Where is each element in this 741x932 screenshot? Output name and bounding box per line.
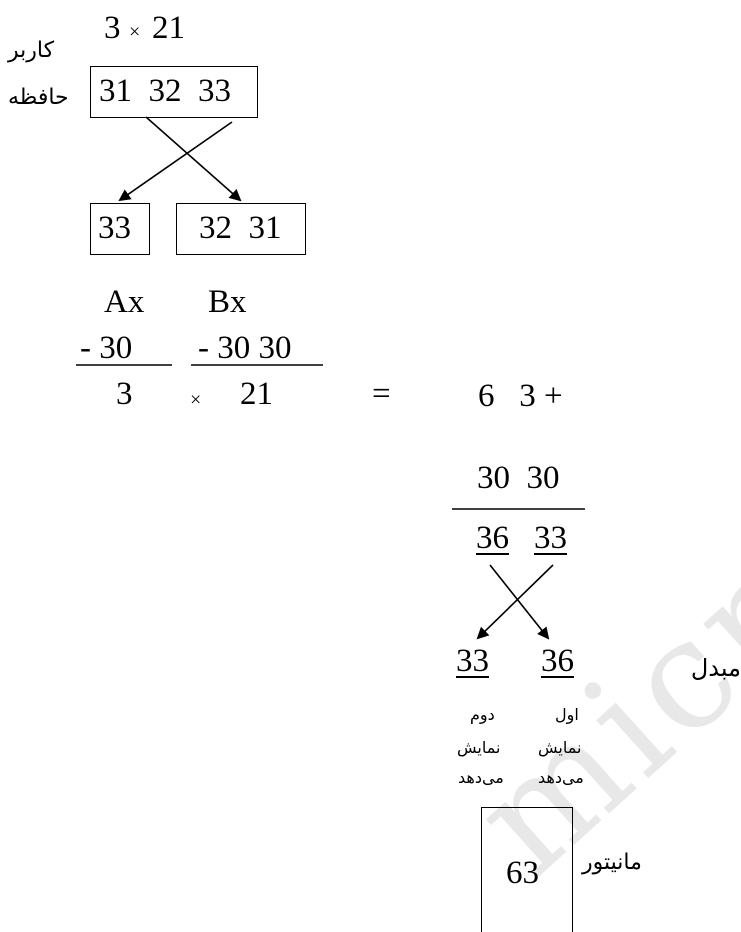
ax-subtract: - 30	[80, 330, 133, 366]
caption-shows-left: نمایش	[457, 738, 501, 757]
ax-name: Ax	[104, 284, 145, 320]
monitor-box	[481, 807, 573, 932]
bx-result: 21	[240, 376, 273, 412]
user-factor-2: 21	[152, 10, 185, 46]
user-label: کاربر	[8, 38, 55, 63]
user-factor-1: 3	[104, 10, 121, 46]
memory-box	[90, 66, 258, 118]
user-times-sign: ×	[129, 21, 141, 43]
converter-right: 36	[541, 643, 574, 679]
ax-value: 33	[98, 210, 131, 246]
bx-subtract: - 30 30	[198, 330, 292, 366]
addition-result-right: 33	[534, 520, 567, 556]
bx-value: 32 31	[199, 210, 282, 246]
caption-first: اول	[555, 705, 579, 724]
caption-gives-right: می‌دهد	[538, 768, 584, 787]
caption-second: دوم	[470, 705, 495, 724]
bx-register-box	[176, 203, 306, 255]
equals-sign: =	[372, 376, 391, 412]
ax-register-box	[90, 203, 150, 255]
addition-row-1: 6 3 +	[478, 378, 563, 414]
arrow-memory-to-bx	[145, 116, 242, 202]
monitor-value: 63	[506, 855, 539, 891]
caption-gives-left: می‌دهد	[458, 768, 504, 787]
converter-left: 33	[456, 643, 489, 679]
addition-result-left: 36	[476, 520, 509, 556]
ax-result: 3	[116, 376, 133, 412]
monitor-label: مانیتور	[582, 850, 642, 875]
caption-shows-right: نمایش	[538, 738, 582, 757]
bx-name: Bx	[208, 284, 247, 320]
addition-row-2: 30 30	[477, 460, 560, 496]
memory-values: 31 32 33	[99, 73, 231, 109]
arrow-sum-to-right	[489, 564, 550, 640]
arrow-sum-to-left	[476, 564, 554, 640]
arrow-memory-to-ax	[118, 121, 233, 202]
results-times-sign: ×	[190, 389, 202, 411]
converter-label: مبدل	[690, 654, 741, 682]
memory-label: حافظه	[8, 85, 69, 110]
